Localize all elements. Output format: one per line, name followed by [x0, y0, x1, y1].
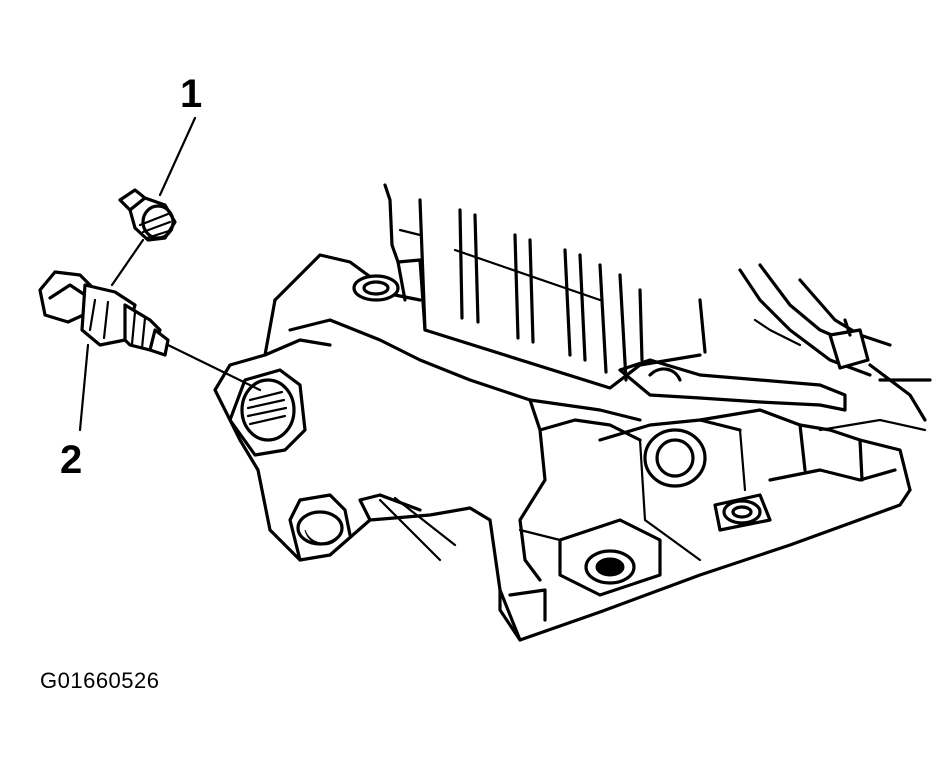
leader-lines	[78, 116, 262, 432]
plug-fitting	[118, 188, 177, 242]
temperature-sensor	[38, 270, 170, 357]
callout-number-1: 1	[180, 72, 203, 116]
callout-number-2: 2	[60, 438, 83, 482]
sensor-port	[228, 368, 307, 457]
transmission-case	[213, 183, 932, 642]
figure-id-label: G01660526	[40, 668, 160, 693]
